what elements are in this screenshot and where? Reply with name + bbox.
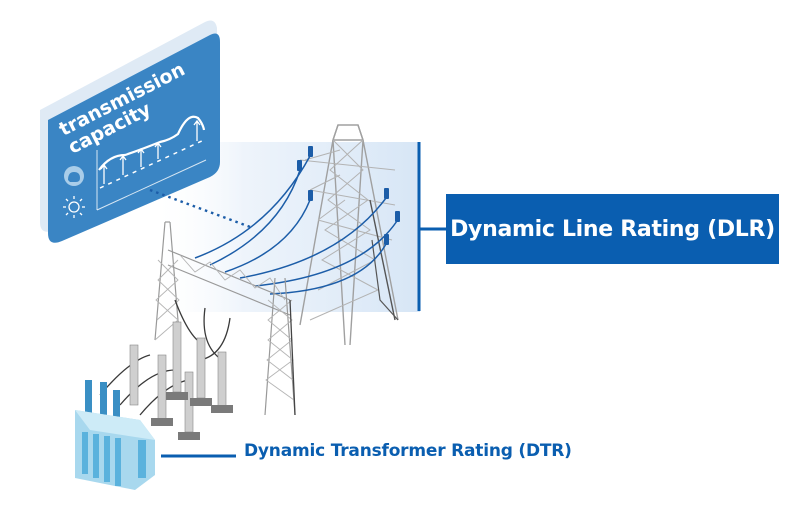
dlr-label: Dynamic Line Rating (DLR) [450, 216, 775, 242]
sun-icon [63, 196, 85, 218]
substation-gantry [154, 221, 296, 416]
capacity-curve [98, 115, 206, 171]
bushing-insulators [129, 321, 233, 440]
weather-icon [64, 166, 84, 186]
transmission-capacity-card [48, 33, 220, 243]
power-lines [194, 155, 398, 295]
tower-insulators [297, 146, 400, 245]
transmission-tower [299, 124, 399, 346]
dtr-label: Dynamic Transformer Rating (DTR) [244, 441, 572, 461]
dlr-label-box: Dynamic Line Rating (DLR) [446, 194, 779, 264]
transformer [75, 380, 155, 490]
card-pointer-dots [149, 188, 254, 230]
